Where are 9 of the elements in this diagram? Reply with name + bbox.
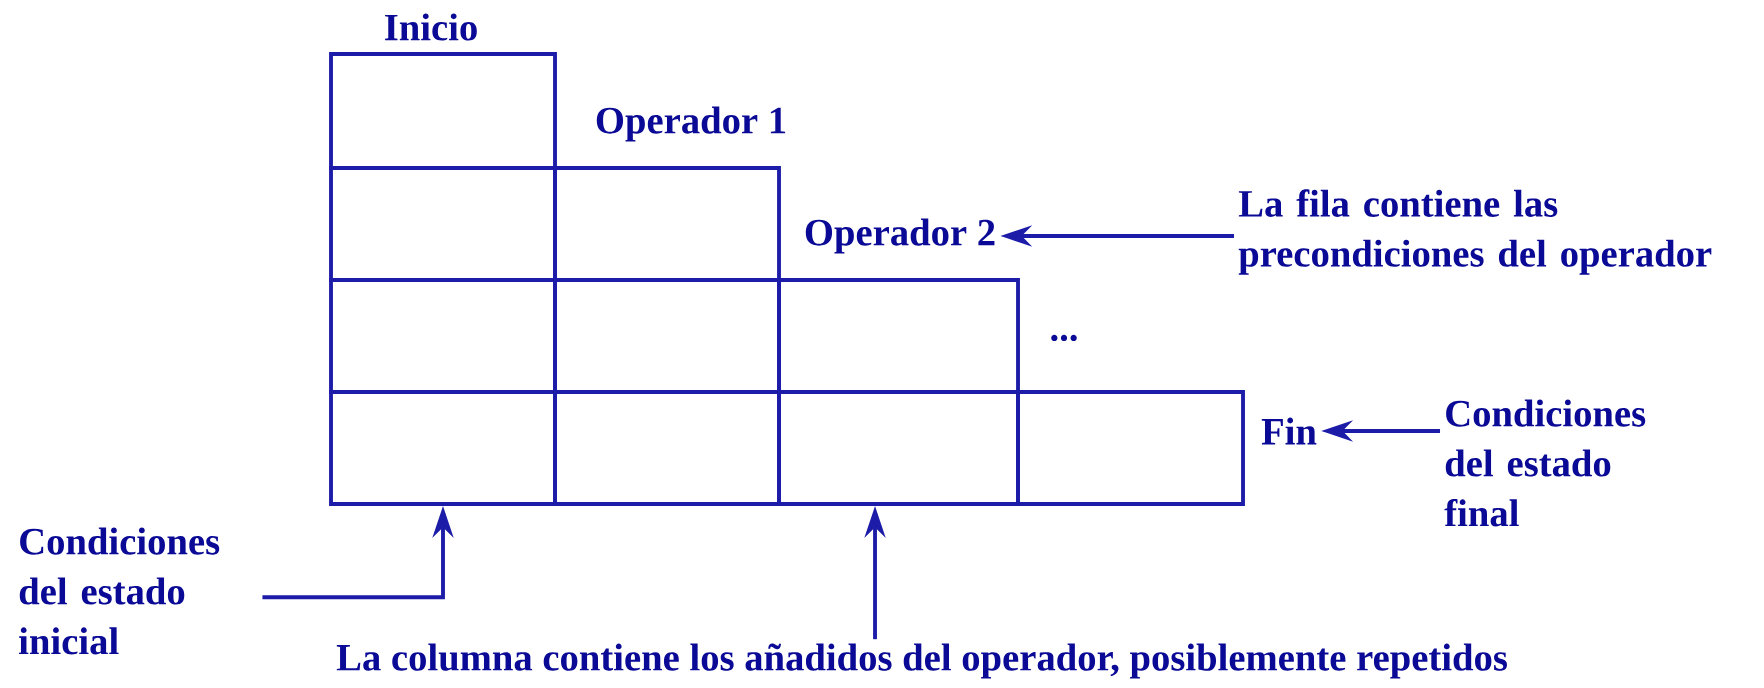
label-text: Fin (1261, 417, 1317, 445)
annotation-text: Condiciones del estado final (1444, 399, 1646, 527)
annotation-text: Condiciones del estado inicial (19, 527, 220, 655)
table-cell (1016, 390, 1245, 506)
annotation-text: La fila contiene las precondiciones del operador (1238, 189, 1712, 275)
column-heading: ... (1051, 334, 1077, 342)
annotation-text: La columna contiene los añadidos del operador, posiblemente repetidos (336, 643, 1507, 679)
label-text: Operador 2 (805, 218, 995, 254)
column-heading: Operador 1 (596, 106, 786, 142)
